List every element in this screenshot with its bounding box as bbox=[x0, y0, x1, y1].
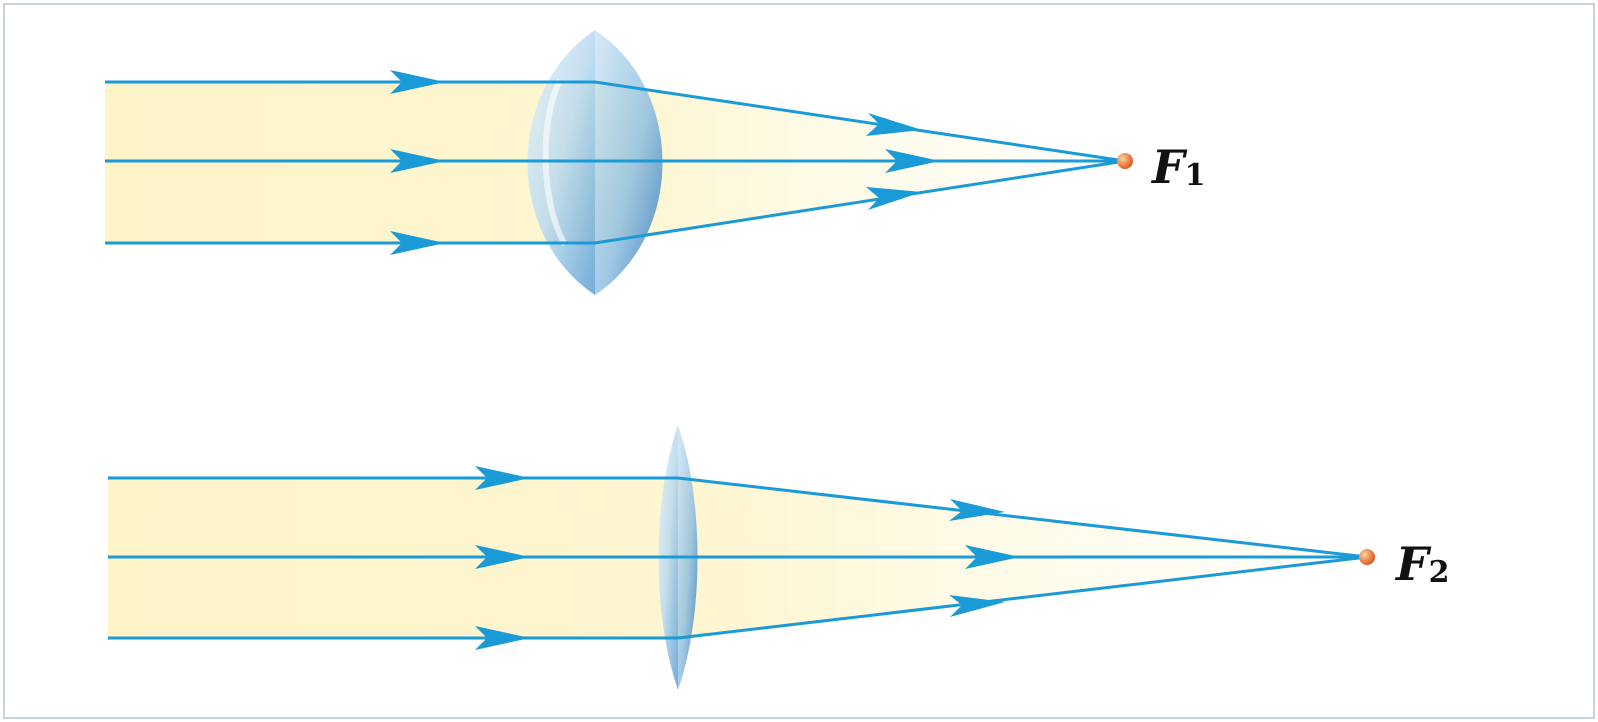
focal-subscript-1: 1 bbox=[1185, 158, 1206, 193]
focal-point-1 bbox=[1117, 153, 1133, 169]
focal-letter-2: F bbox=[1394, 537, 1432, 591]
focal-letter-1: F bbox=[1150, 140, 1188, 194]
focal-point-2 bbox=[1359, 549, 1375, 565]
focal-subscript-2: 2 bbox=[1429, 555, 1450, 590]
